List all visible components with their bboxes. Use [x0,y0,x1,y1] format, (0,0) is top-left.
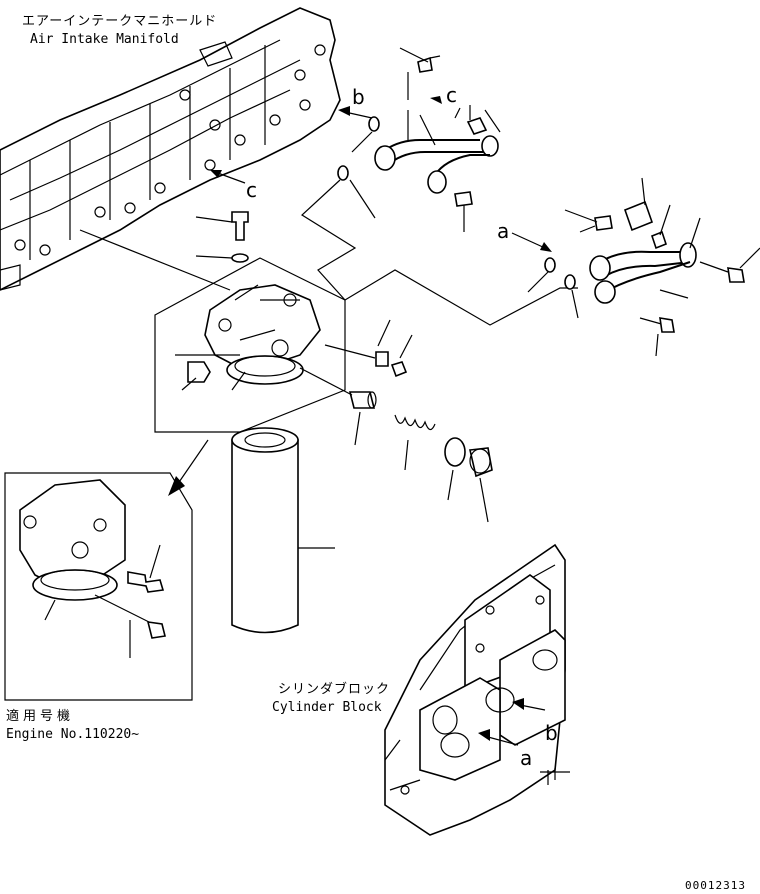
label-engine-no: Engine No.110220~ [6,727,139,742]
ref-a-upper: a [497,219,509,243]
label-cylinder-block-en: Cylinder Block [272,700,382,715]
drawing-number: 00012313 [685,879,746,892]
ref-c-upper: c [446,83,457,107]
air-intake-manifold [0,7,341,291]
ref-c-left: c [246,178,257,202]
oil-pipe-lower [564,177,760,357]
ref-b-upper: b [352,85,365,109]
oil-filter-cartridge [231,427,335,634]
filter-head-bolt [175,354,240,391]
cylinder-block [384,543,566,836]
oil-pressure-sensor [231,211,249,263]
leader-manifold-filter [79,229,231,291]
oil-pipe-upper [374,47,501,232]
leader-sensor [195,216,233,223]
label-air-intake-manifold-jp: エアーインテークマニホールド [22,14,217,29]
plug-parts [299,319,493,523]
leader-washer [195,255,233,259]
detail-arrow [174,439,209,489]
detail-box [4,472,193,701]
filter-head [154,257,346,433]
ref-a-block: a [520,746,532,770]
label-air-intake-manifold-en: Air Intake Manifold [30,32,179,47]
label-cylinder-block-jp: シリンダブロック [278,681,390,697]
label-applicable-jp: 適用号機 [6,708,74,724]
ref-b-block: b [545,721,558,745]
